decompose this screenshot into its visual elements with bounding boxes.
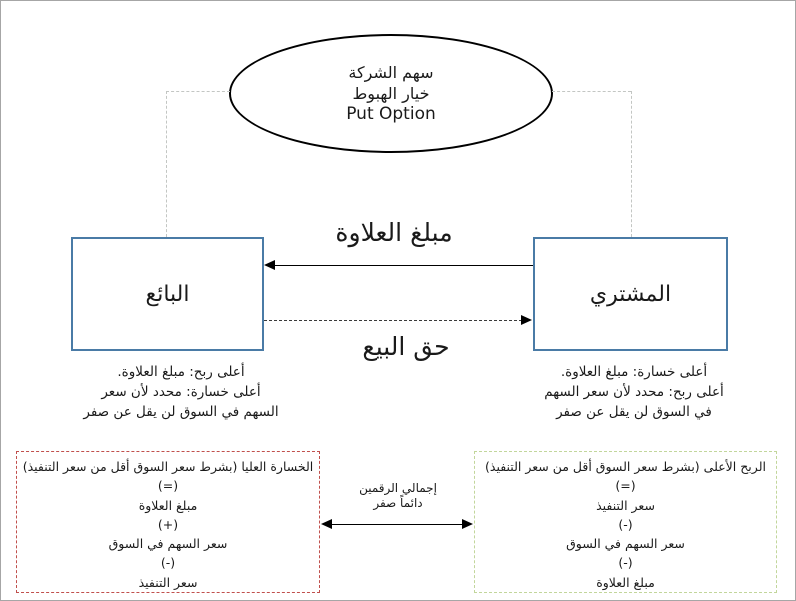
max-profit-line-strike-price: سعر التنفيذ [596, 497, 655, 513]
seller-note-line2: أعلى خسارة: محدد لأن سعر [101, 384, 261, 400]
zero-sum-note-line1: إجمالي الرقمين [359, 481, 437, 495]
connector-left-horizontal [166, 91, 230, 92]
seller-outcome-note: أعلى ربح: مبلغ العلاوة. أعلى خسارة: محدد… [76, 362, 286, 422]
max-loss-line-premium: مبلغ العلاوة [138, 497, 198, 513]
zero-sum-arrow-line [331, 524, 463, 525]
premium-arrowhead-left-icon [264, 260, 275, 270]
sell-right-arrow-label: حق البيع [362, 332, 450, 361]
zero-sum-note-line2: دائماً صفر [373, 496, 423, 510]
connector-left-vertical [166, 91, 167, 237]
sell-right-arrowhead-right-icon [521, 315, 532, 325]
max-profit-title: الربح الأعلى (بشرط سعر السوق أقل من سعر … [485, 459, 766, 474]
zero-sum-note: إجمالي الرقمين دائماً صفر [338, 481, 458, 511]
max-loss-line-strike-price: سعر التنفيذ [138, 574, 198, 590]
max-loss-box: الخسارة العليا (بشرط سعر السوق أقل من سع… [16, 451, 320, 593]
max-loss-title: الخسارة العليا (بشرط سعر السوق أقل من سع… [22, 459, 314, 474]
buyer-box: المشتري [533, 237, 728, 351]
seller-note-line3: السهم في السوق لن يقل عن صفر [83, 404, 279, 420]
ellipse-title-line2: خيار الهبوط [352, 84, 430, 103]
max-profit-line-market-price: سعر السهم في السوق [566, 536, 685, 552]
seller-box: البائع [71, 237, 264, 351]
connector-right-horizontal [552, 91, 631, 92]
premium-arrow-line [273, 265, 533, 266]
max-loss-line-equals: (=) [157, 478, 179, 494]
buyer-outcome-note: أعلى خسارة: مبلغ العلاوة. أعلى ربح: محدد… [529, 362, 739, 422]
max-profit-box: الربح الأعلى (بشرط سعر السوق أقل من سعر … [474, 451, 777, 593]
ellipse-title-line1: سهم الشركة [348, 63, 434, 82]
sell-right-arrow-line [264, 320, 522, 321]
premium-arrow-label: مبلغ العلاوة [335, 218, 453, 247]
max-profit-line-premium: مبلغ العلاوة [596, 574, 655, 590]
buyer-note-line3: في السوق لن يقل عن صفر [556, 404, 712, 420]
max-profit-line-minus1: (-) [618, 516, 633, 532]
company-stock-ellipse: سهم الشركة خيار الهبوط Put Option [229, 34, 553, 153]
max-loss-line-market-price: سعر السهم في السوق [108, 536, 228, 552]
buyer-note-line2: أعلى ربح: محدد لأن سعر السهم [544, 384, 724, 400]
buyer-note-line1: أعلى خسارة: مبلغ العلاوة. [560, 364, 708, 380]
buyer-box-label: المشتري [589, 281, 672, 307]
max-loss-line-plus: (+) [157, 516, 179, 532]
seller-box-label: البائع [145, 281, 190, 307]
max-profit-line-equals: (=) [615, 478, 636, 494]
zero-sum-arrowhead-right-icon [462, 519, 473, 529]
connector-right-vertical [631, 91, 632, 237]
ellipse-title-line3: Put Option [346, 104, 436, 124]
zero-sum-arrowhead-left-icon [321, 519, 332, 529]
max-profit-line-minus2: (-) [618, 555, 633, 571]
seller-note-line1: أعلى ربح: مبلغ العلاوة. [117, 364, 245, 380]
max-loss-line-minus: (-) [160, 555, 176, 571]
